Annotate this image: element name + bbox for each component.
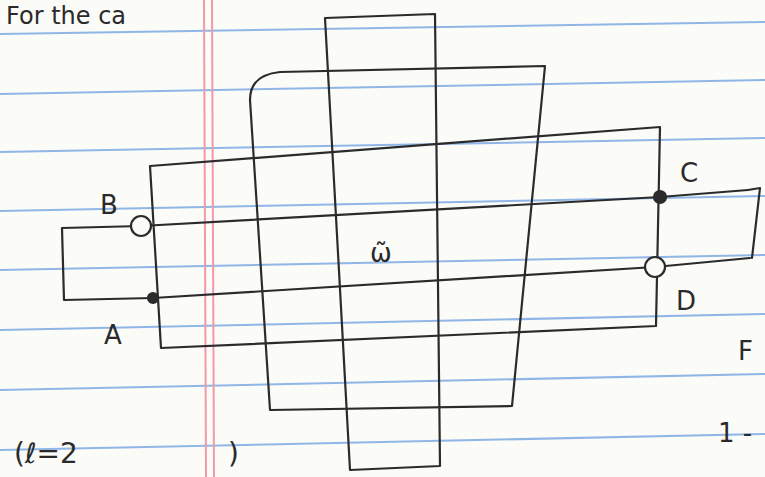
- parameter-note: ): [228, 440, 239, 468]
- margin-line: [204, 0, 214, 477]
- margin-note: F: [738, 338, 753, 364]
- marked-points: [131, 191, 666, 303]
- region-label: ω̃: [370, 240, 392, 266]
- parameter-note: (ℓ=2: [14, 440, 78, 468]
- point-label: C: [680, 160, 698, 186]
- point-label: A: [104, 322, 122, 348]
- point-label: B: [100, 192, 118, 218]
- point-label: D: [676, 288, 696, 314]
- heading-note: For the ca: [6, 4, 126, 28]
- ruled-lines: [0, 22, 765, 450]
- margin-note: 1 -: [718, 420, 752, 446]
- ribbon-outlines: [62, 14, 760, 470]
